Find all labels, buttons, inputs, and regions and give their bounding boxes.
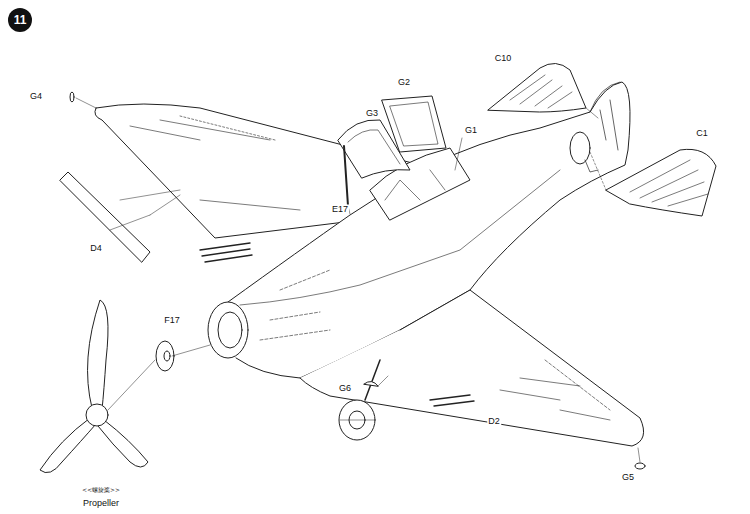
callout-number: C1 — [695, 129, 709, 138]
callout-number: G5 — [621, 473, 635, 482]
callout-number: D2 — [487, 417, 501, 426]
callout-number: E17 — [331, 205, 349, 214]
callout-number: F17 — [163, 316, 181, 325]
callout-number: D4 — [89, 244, 103, 253]
callout-number: C10 — [494, 54, 513, 63]
callout-number: G4 — [29, 92, 43, 101]
part-name: <<螺旋桨>> — [81, 487, 121, 493]
callout-number: G1 — [464, 126, 478, 135]
callout-number: G6 — [338, 384, 352, 393]
step-number-circle: 11 — [8, 8, 32, 32]
callout-number: G3 — [365, 109, 379, 118]
step-number: 11 — [14, 13, 27, 27]
part-name: Propeller — [82, 499, 120, 508]
callout-number: G2 — [397, 78, 411, 87]
